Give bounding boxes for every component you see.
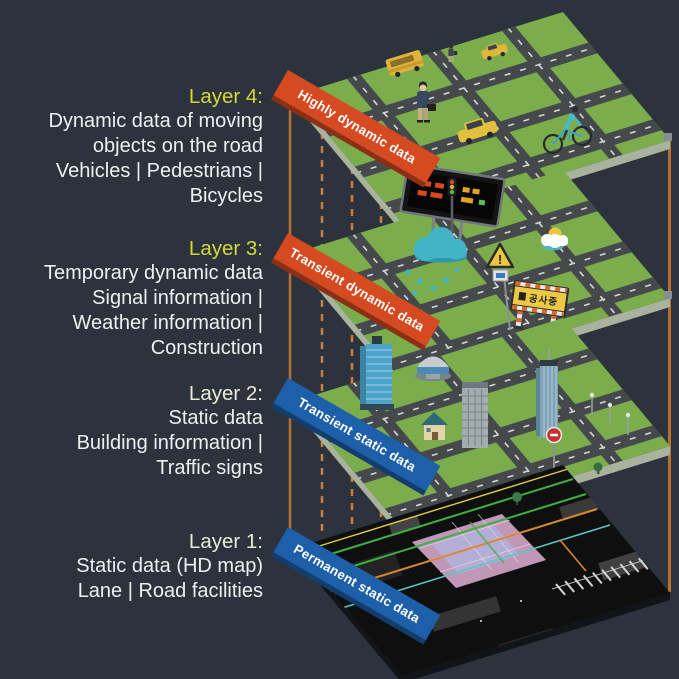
layer1-description-line: Static data (HD map) xyxy=(76,555,263,577)
warning-sign-text: ! xyxy=(498,252,502,267)
map-tree-icon xyxy=(512,492,522,505)
businessman-icon xyxy=(417,81,436,123)
layer1-description-line: Lane | Road facilities xyxy=(77,580,263,602)
layer2-description-line: Traffic signs xyxy=(156,457,263,479)
layer3-title: Layer 3: xyxy=(188,237,263,260)
layer2-label: Layer 2: Static data Building informatio… xyxy=(0,381,263,481)
layer3-description-line: Signal information | xyxy=(92,287,263,309)
rain-cloud-icon xyxy=(405,227,467,296)
layer4-description-line: Dynamic data of moving xyxy=(48,110,263,132)
pedestrian-icon xyxy=(448,43,458,62)
weather-icon xyxy=(541,227,568,251)
skyscraper-icon xyxy=(360,336,394,410)
midrise-building-icon xyxy=(462,382,488,448)
layer1-label: Layer 1: Static data (HD map) Lane | Roa… xyxy=(0,529,263,604)
layer2-description-line: Static data xyxy=(168,407,263,429)
house-icon xyxy=(421,412,448,440)
layer4-description-line: objects on the road xyxy=(92,135,263,157)
bus-icon xyxy=(385,50,424,77)
layer3-label: Layer 3: Temporary dynamic data Signal i… xyxy=(0,236,263,361)
dome-building-icon xyxy=(415,356,451,381)
layer4-title: Layer 4: xyxy=(188,85,263,108)
layer3-description-line: Construction xyxy=(150,337,263,359)
layer2-description-line: Building information | xyxy=(76,432,263,454)
construction-sign-text: 공사중 xyxy=(528,292,559,308)
layer4-description-line: Bicycles xyxy=(189,185,263,207)
red-traffic-sign-icon xyxy=(545,426,563,470)
layer3-description-line: Weather information | xyxy=(72,312,263,334)
traffic-light-icon xyxy=(447,178,457,232)
layer3-description-line: Temporary dynamic data xyxy=(44,262,263,284)
construction-sign-icon: 공사중 xyxy=(510,280,570,337)
skyscraper2-icon xyxy=(536,348,558,438)
taxi-icon xyxy=(457,118,498,145)
cyclist-icon xyxy=(542,105,593,155)
layer4-description-line: Vehicles | Pedestrians | xyxy=(55,160,263,182)
layer1-title: Layer 1: xyxy=(188,530,263,553)
car-icon xyxy=(481,43,508,61)
layer4-label: Layer 4: Dynamic data of moving objects … xyxy=(0,84,263,209)
street-lamp-icons xyxy=(589,392,631,435)
layer2-title: Layer 2: xyxy=(188,382,263,405)
warning-sign-icon: ! xyxy=(485,242,515,331)
